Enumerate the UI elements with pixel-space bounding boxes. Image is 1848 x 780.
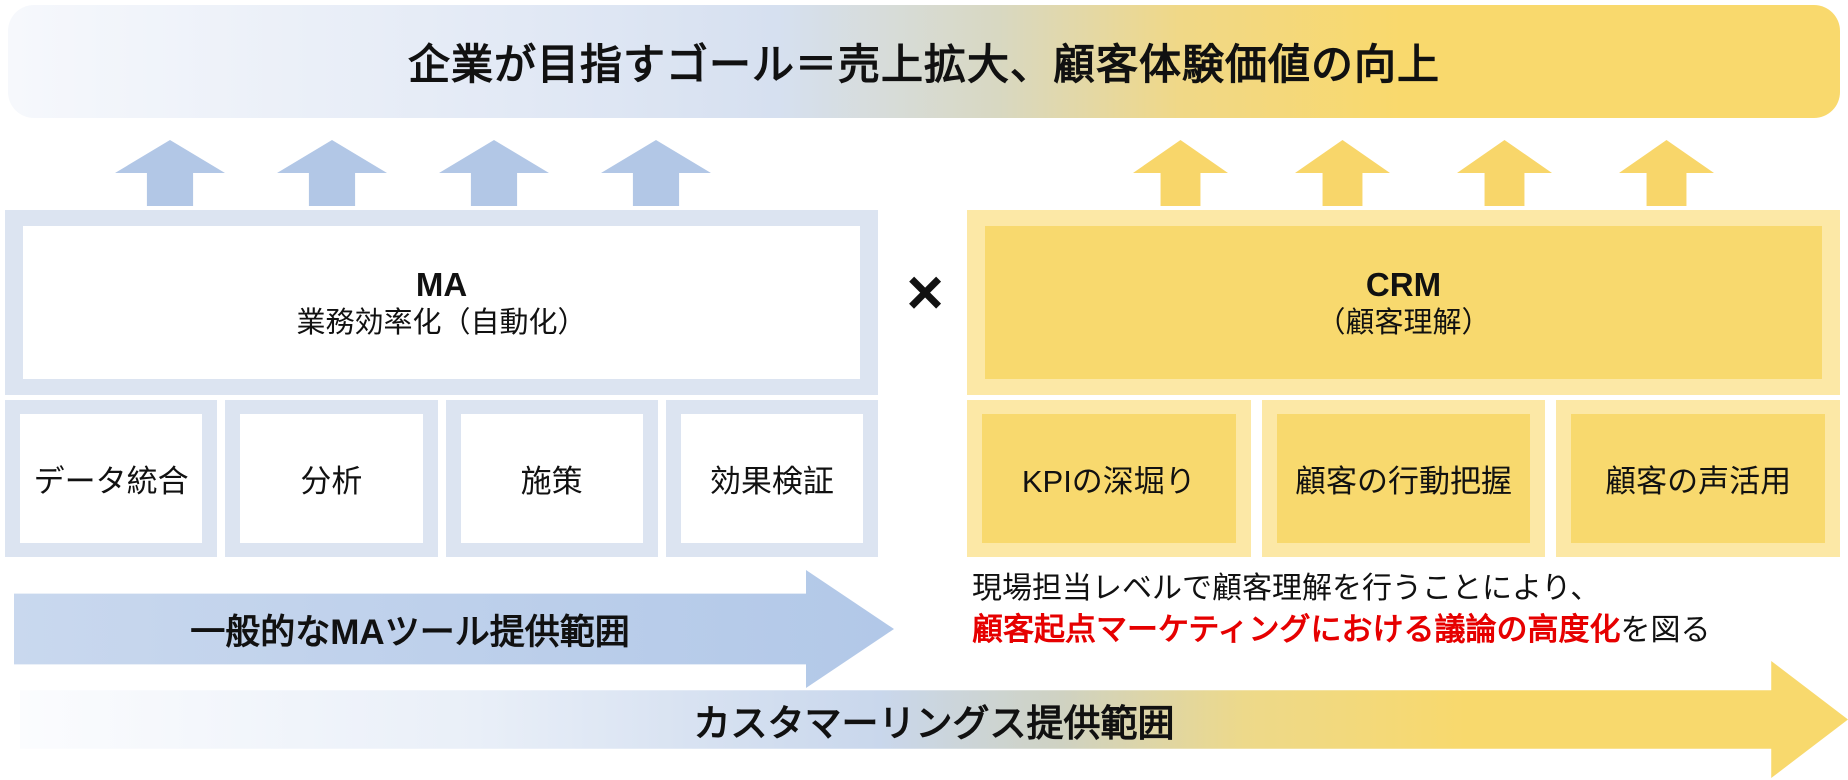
ma-title: MA	[415, 265, 468, 303]
crm-feature-box-voice: 顧客の声活用	[1556, 400, 1841, 557]
ma-range-arrow: 一般的なMAツール提供範囲	[14, 570, 894, 688]
ma-range-label: 一般的なMAツール提供範囲	[190, 612, 630, 652]
crm-subtitle: （顧客理解）	[1316, 307, 1491, 339]
ma-feature-label: 施策	[460, 414, 643, 543]
ma-feature-box-verification: 効果検証	[665, 400, 878, 557]
up-arrow-icon	[1457, 140, 1552, 206]
crm-note-emphasis: 顧客起点マーケティングにおける議論の高度化	[972, 612, 1621, 647]
ma-panel-inner: MA 業務効率化（自動化）	[23, 226, 860, 379]
crm-title: CRM	[1365, 265, 1442, 303]
crm-panel: CRM （顧客理解）	[967, 210, 1840, 395]
crm-feature-label: 顧客の声活用	[1571, 414, 1826, 543]
up-arrow-icon	[115, 140, 225, 206]
ma-feature-box-data-integration: データ統合	[5, 400, 218, 557]
crm-up-arrows	[1133, 140, 1714, 206]
ma-feature-label: データ統合	[20, 414, 203, 543]
up-arrow-icon	[1133, 140, 1228, 206]
up-arrow-icon	[439, 140, 549, 206]
crm-note-line2: 顧客起点マーケティングにおける議論の高度化を図る	[972, 609, 1711, 651]
goal-title: 企業が目指すゴール＝売上拡大、顧客体験価値の向上	[407, 41, 1440, 88]
ma-subtitle: 業務効率化（自動化）	[296, 307, 587, 339]
crm-feature-boxes: KPIの深堀り 顧客の行動把握 顧客の声活用	[967, 400, 1841, 557]
ma-panel: MA 業務効率化（自動化）	[5, 210, 878, 395]
up-arrow-icon	[1295, 140, 1390, 206]
ma-feature-label: 効果検証	[680, 414, 863, 543]
customer-rings-range-label: カスタマーリングス提供範囲	[693, 702, 1175, 744]
goal-banner: 企業が目指すゴール＝売上拡大、顧客体験価値の向上	[8, 5, 1840, 118]
ma-feature-label: 分析	[240, 414, 423, 543]
crm-feature-label: KPIの深堀り	[982, 414, 1236, 543]
ma-feature-box-measures: 施策	[445, 400, 658, 557]
crm-feature-box-behavior: 顧客の行動把握	[1261, 400, 1546, 557]
ma-feature-box-analysis: 分析	[225, 400, 438, 557]
multiply-icon: ×	[906, 256, 944, 328]
up-arrow-icon	[1619, 140, 1714, 206]
up-arrow-icon	[277, 140, 387, 206]
customer-rings-range-arrow: カスタマーリングス提供範囲	[20, 661, 1848, 778]
crm-note-line1: 現場担当レベルで顧客理解を行うことにより、	[972, 572, 1601, 605]
ma-up-arrows	[115, 140, 711, 206]
crm-panel-inner: CRM （顧客理解）	[985, 226, 1822, 379]
crm-note: 現場担当レベルで顧客理解を行うことにより、 顧客起点マーケティングにおける議論の…	[972, 568, 1711, 651]
crm-feature-label: 顧客の行動把握	[1276, 414, 1531, 543]
ma-feature-boxes: データ統合 分析 施策 効果検証	[5, 400, 878, 557]
up-arrow-icon	[601, 140, 711, 206]
crm-feature-box-kpi: KPIの深堀り	[967, 400, 1251, 557]
crm-note-tail: を図る	[1620, 614, 1711, 647]
